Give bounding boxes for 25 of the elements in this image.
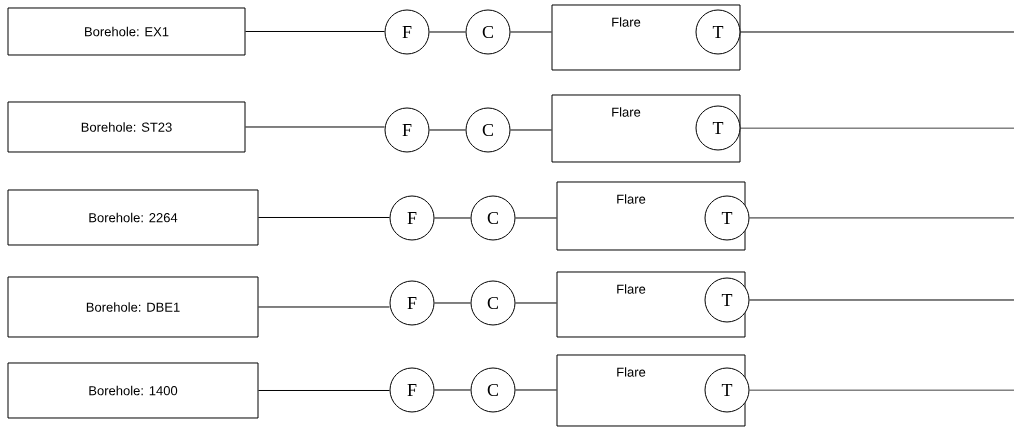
pipe-line — [749, 389, 1014, 391]
borehole-box: Borehole: EX1 — [7, 7, 246, 56]
pipe-line — [245, 126, 385, 128]
pipe-line — [429, 31, 466, 33]
pipe-line — [749, 299, 1014, 301]
pipe-line — [740, 31, 1014, 33]
pipe-line — [434, 389, 471, 391]
pipe-line — [434, 217, 471, 219]
pipe-line — [515, 217, 557, 219]
borehole-box: Borehole: ST23 — [7, 101, 246, 153]
pipe-line — [510, 31, 552, 33]
pipe-line — [258, 390, 390, 391]
pipe-line — [258, 306, 390, 308]
pipe-line — [245, 31, 385, 32]
borehole-box: Borehole: 2264 — [7, 189, 259, 246]
pipe-line — [740, 127, 1014, 129]
pipe-line — [515, 389, 557, 391]
pipe-line — [434, 302, 471, 304]
borehole-box: Borehole: DBE1 — [7, 276, 259, 338]
pipe-line — [510, 129, 552, 131]
pipe-line — [258, 217, 390, 218]
pipe-line — [429, 129, 466, 131]
pipe-line — [749, 217, 1014, 219]
pipe-line — [515, 302, 557, 304]
borehole-box: Borehole: 1400 — [7, 362, 259, 419]
